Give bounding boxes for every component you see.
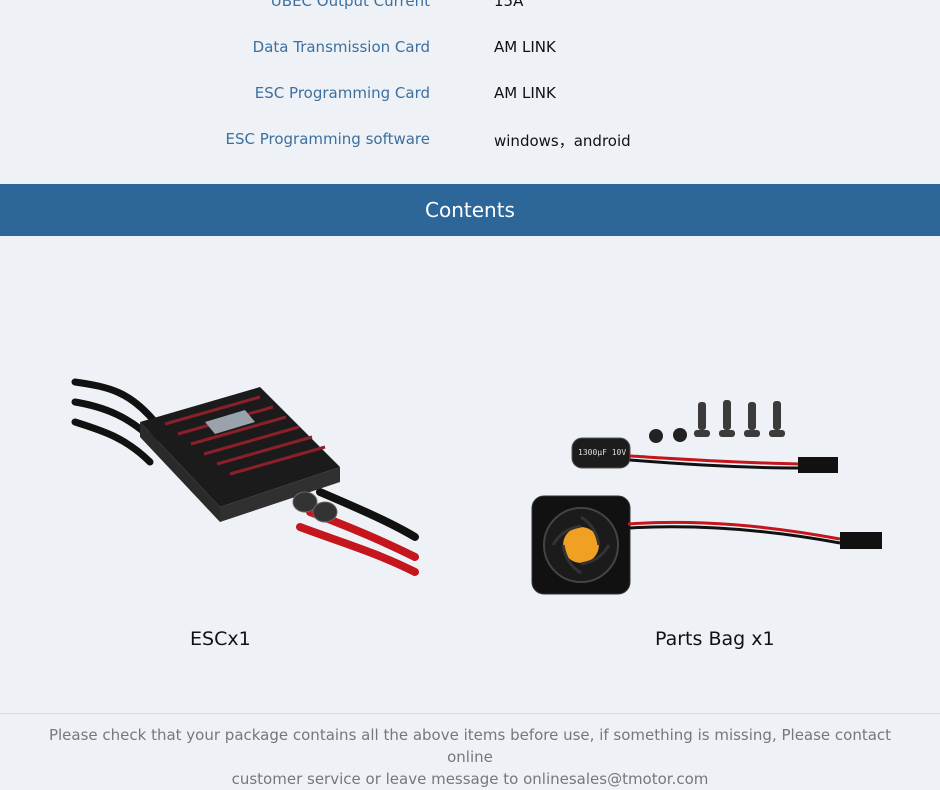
- spec-label: UBEC Output Current: [270, 0, 430, 10]
- footer-line-2: customer service or leave message to onl…: [231, 770, 709, 788]
- parts-bag-caption: Parts Bag x1: [655, 628, 775, 650]
- spec-row-esc-programming-software: ESC Programming software windows，android: [0, 130, 940, 154]
- parts-bag-icon: 1300µF 10V: [531, 400, 882, 595]
- spec-value: windows，android: [494, 132, 631, 150]
- spec-table: UBEC Output Current 15A Data Transmissio…: [0, 0, 940, 184]
- spec-value: AM LINK: [494, 84, 556, 102]
- spec-value: 15A: [494, 0, 524, 10]
- svg-text:1300µF 10V: 1300µF 10V: [578, 448, 626, 457]
- esc-product: [70, 362, 430, 582]
- footer-divider: [0, 713, 940, 714]
- contents-header: Contents: [0, 184, 940, 236]
- spec-row-data-transmission: Data Transmission Card AM LINK: [0, 38, 940, 62]
- esc-caption: ESCx1: [190, 628, 251, 650]
- parts-bag-product: 1300µF 10V: [520, 394, 890, 606]
- spec-row-esc-programming-card: ESC Programming Card AM LINK: [0, 84, 940, 108]
- spec-label: ESC Programming software: [225, 130, 430, 148]
- spec-label: Data Transmission Card: [252, 38, 430, 56]
- spec-value: AM LINK: [494, 38, 556, 56]
- contents-title: Contents: [425, 198, 515, 222]
- contents-area: ESCx1 1300µF 10V: [0, 236, 940, 713]
- footer-line-1: Please check that your package contains …: [48, 726, 892, 766]
- esc-icon: [71, 378, 419, 576]
- footer-note: Please check that your package contains …: [34, 724, 906, 790]
- spec-label: ESC Programming Card: [254, 84, 430, 102]
- spec-row-ubec: UBEC Output Current 15A: [0, 0, 940, 16]
